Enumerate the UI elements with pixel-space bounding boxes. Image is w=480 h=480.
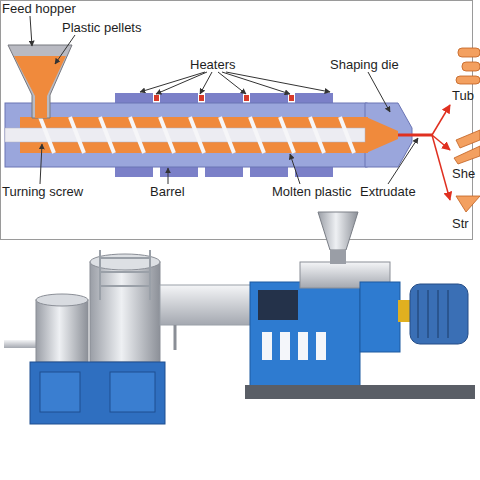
- leader-line: [40, 144, 42, 184]
- product-arrow: [432, 105, 450, 135]
- heater-band: [205, 93, 243, 103]
- part-label: Plastic pellets: [62, 20, 141, 35]
- leader-line: [226, 72, 330, 92]
- leader-line: [168, 168, 169, 184]
- heater-terminal: [244, 95, 249, 101]
- sheet-icons: [454, 130, 480, 164]
- part-label: Shaping die: [330, 57, 399, 72]
- motor-fins: [418, 290, 448, 338]
- product-arrow: [432, 135, 450, 200]
- feed-hopper: [8, 45, 72, 118]
- heater-terminal: [199, 95, 204, 101]
- part-label: Barrel: [150, 184, 185, 199]
- strand-icon: [456, 196, 480, 212]
- heater-band: [160, 93, 198, 103]
- cabinet-vent: [298, 332, 308, 360]
- leader-line: [30, 16, 32, 46]
- leader-line: [55, 35, 75, 64]
- cabinet-vent: [280, 332, 290, 360]
- mixer-lid: [36, 294, 88, 306]
- mixer-base: [30, 362, 165, 424]
- heater-band: [115, 167, 153, 177]
- control-panel: [258, 290, 298, 320]
- leader-line: [388, 138, 418, 184]
- part-label: Tub: [452, 88, 474, 103]
- part-label: Extrudate: [360, 184, 416, 199]
- leader-line: [140, 72, 205, 92]
- heater-terminal: [154, 95, 159, 101]
- strand-icons: [456, 196, 480, 212]
- part-label: Feed hopper: [2, 1, 76, 16]
- hopper-neck: [330, 250, 346, 264]
- heater-band: [295, 93, 333, 103]
- base-panel: [110, 372, 155, 412]
- screw-shaft: [5, 128, 365, 142]
- control-cabinet: [250, 282, 360, 387]
- tube-icon: [458, 48, 480, 57]
- machine-hopper: [318, 212, 358, 250]
- tube-icon: [456, 76, 480, 84]
- die-channel: [366, 117, 398, 153]
- ladder-frame: [100, 250, 150, 300]
- gearbox: [360, 282, 400, 352]
- part-label: Heaters: [190, 57, 236, 72]
- sheet-icon: [456, 130, 480, 148]
- tube-icon: [462, 62, 480, 71]
- part-label: Molten plastic: [272, 184, 351, 199]
- sheet-icon: [454, 146, 480, 164]
- heater-band: [115, 93, 153, 103]
- plastic-pellets: [14, 56, 66, 118]
- tube-stand: [175, 325, 255, 350]
- leader-line: [290, 154, 300, 184]
- heater-band: [250, 167, 288, 177]
- diagram-frame: [1, 1, 473, 240]
- drive-motor: [410, 284, 468, 344]
- leader-line: [368, 72, 390, 112]
- heater-band: [160, 167, 198, 177]
- leader-lines: [30, 16, 418, 184]
- part-label: Str: [452, 216, 469, 231]
- leader-line: [156, 72, 207, 94]
- heater-band: [295, 167, 333, 177]
- leader-line: [222, 72, 290, 94]
- heater-band: [250, 93, 288, 103]
- machine-base: [245, 385, 475, 399]
- part-label: She: [452, 166, 475, 181]
- base-panel: [40, 372, 80, 412]
- leader-line: [200, 72, 212, 94]
- part-label: Turning screw: [2, 184, 83, 199]
- cooling-mixer: [36, 300, 88, 362]
- tube-icons: [456, 48, 480, 84]
- screw-flight: [40, 117, 354, 153]
- heater-terminal: [289, 95, 294, 101]
- heater-band: [205, 167, 243, 177]
- barrel: [5, 103, 367, 167]
- cabinet-vent: [262, 332, 272, 360]
- extrudate: [398, 134, 432, 137]
- machine-photo: [4, 212, 475, 424]
- cabinet-vent: [316, 332, 326, 360]
